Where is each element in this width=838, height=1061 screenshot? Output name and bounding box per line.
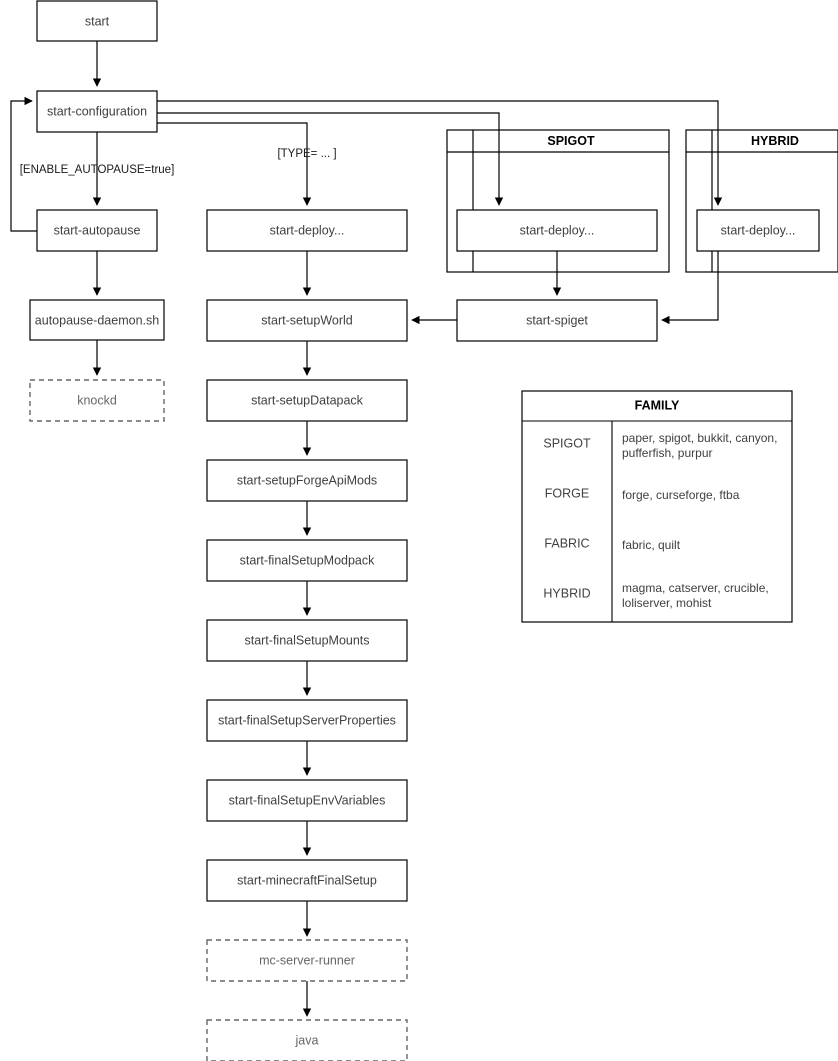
family-table: FAMILY SPIGOT paper, spigot, bukkit, can… (521, 390, 793, 623)
node-start-setupdatapack[interactable]: start-setupDatapack (206, 379, 408, 422)
family-table-title: FAMILY (635, 398, 680, 412)
node-start-finalsetupmounts[interactable]: start-finalSetupMounts (206, 619, 408, 662)
node-label-start-minecraftfinalsetup: start-minecraftFinalSetup (237, 873, 377, 887)
family-row-value-line: loliserver, mohist (622, 596, 712, 610)
node-start-setupworld[interactable]: start-setupWorld (206, 299, 408, 342)
family-row-value-line: forge, curseforge, ftba (622, 488, 740, 502)
container-title-hybrid: HYBRID (751, 134, 799, 148)
node-java[interactable]: java (206, 1019, 408, 1061)
container-spigot: SPIGOT (446, 129, 670, 273)
family-row-value-line: magma, catserver, crucible, (622, 581, 769, 595)
node-label-start-finalsetupmounts: start-finalSetupMounts (244, 633, 369, 647)
edge-label-type: [TYPE= ... ] (277, 148, 336, 160)
node-label-autopause-daemon: autopause-daemon.sh (35, 313, 159, 327)
node-label-start-configuration: start-configuration (47, 104, 147, 118)
family-row-key: HYBRID (543, 586, 590, 600)
family-row-value-line: pufferfish, purpur (622, 446, 713, 460)
node-label-start-finalsetupmodpack: start-finalSetupModpack (240, 553, 376, 567)
node-label-start-spiget: start-spiget (526, 313, 588, 327)
node-start-deploy-main[interactable]: start-deploy... (206, 209, 408, 252)
family-table-row: FORGE forge, curseforge, ftba (545, 486, 740, 502)
node-label-spigot-deploy: start-deploy... (520, 223, 595, 237)
family-table-row: SPIGOT paper, spigot, bukkit, canyon, pu… (543, 431, 777, 460)
node-label-mc-server-runner: mc-server-runner (259, 953, 355, 967)
node-label-start-setupdatapack: start-setupDatapack (251, 393, 364, 407)
node-label-hybrid-deploy: start-deploy... (721, 223, 796, 237)
node-hybrid-deploy[interactable]: start-deploy... (696, 209, 820, 252)
node-label-java: java (295, 1033, 319, 1047)
family-table-row: FABRIC fabric, quilt (544, 536, 680, 552)
family-row-key: FABRIC (544, 536, 589, 550)
family-row-value-line: paper, spigot, bukkit, canyon, (622, 431, 777, 445)
family-row-key: SPIGOT (543, 436, 591, 450)
node-label-start: start (85, 14, 110, 28)
edge-configuration-to-hybrid-deploy (157, 100, 723, 206)
node-label-start-autopause: start-autopause (54, 223, 141, 237)
node-mc-server-runner[interactable]: mc-server-runner (206, 939, 408, 982)
node-label-start-setupworld: start-setupWorld (261, 313, 353, 327)
node-start-finalsetupserverproperties[interactable]: start-finalSetupServerProperties (206, 699, 408, 742)
edge-hybrid-deploy-to-spiget (661, 251, 719, 325)
node-label-start-finalsetupenvvariables: start-finalSetupEnvVariables (229, 793, 386, 807)
node-autopause-daemon[interactable]: autopause-daemon.sh (29, 299, 165, 341)
node-start-finalsetupmodpack[interactable]: start-finalSetupModpack (206, 539, 408, 582)
edge-autopause-back-to-configuration (10, 96, 37, 232)
node-knockd[interactable]: knockd (29, 379, 165, 422)
node-start-autopause[interactable]: start-autopause (36, 209, 158, 252)
node-label-start-deploy-main: start-deploy... (270, 223, 345, 237)
node-label-start-setupforgeapimods: start-setupForgeApiMods (237, 473, 377, 487)
edge-configuration-to-deploy (157, 122, 312, 206)
node-start[interactable]: start (36, 0, 158, 42)
node-start-finalsetupenvvariables[interactable]: start-finalSetupEnvVariables (206, 779, 408, 822)
edge-label-enable-autopause: [ENABLE_AUTOPAUSE=true] (20, 164, 175, 176)
container-title-spigot: SPIGOT (547, 134, 595, 148)
node-label-start-finalsetupserverproperties: start-finalSetupServerProperties (218, 713, 396, 727)
family-table-row: HYBRID magma, catserver, crucible, lolis… (543, 581, 768, 610)
node-spigot-deploy[interactable]: start-deploy... (456, 209, 658, 252)
node-label-knockd: knockd (77, 393, 117, 407)
node-start-setupforgeapimods[interactable]: start-setupForgeApiMods (206, 459, 408, 502)
edge-configuration-to-spigot-deploy (157, 112, 504, 206)
family-row-key: FORGE (545, 486, 589, 500)
nodes-layer: start start-configuration start-autopaus… (29, 0, 820, 1061)
node-start-minecraftfinalsetup[interactable]: start-minecraftFinalSetup (206, 859, 408, 902)
edges-layer (10, 41, 723, 1017)
family-row-value-line: fabric, quilt (622, 538, 681, 552)
node-start-spiget[interactable]: start-spiget (456, 299, 658, 342)
edge-labels-layer: [ENABLE_AUTOPAUSE=true] [TYPE= ... ] (20, 148, 337, 176)
node-start-configuration[interactable]: start-configuration (36, 90, 158, 133)
